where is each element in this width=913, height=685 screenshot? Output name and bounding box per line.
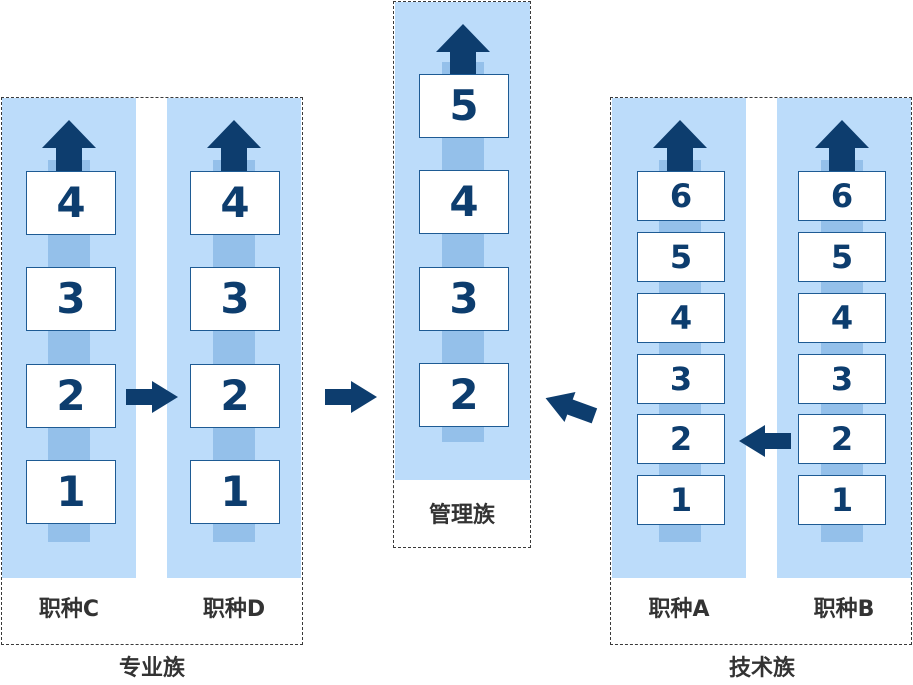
up-arrow-icon <box>207 120 261 172</box>
left-arrow-icon <box>739 425 791 457</box>
up-arrow-icon <box>42 120 96 172</box>
job-a-level-6: 6 <box>637 171 725 221</box>
job-c-label: 职种C <box>38 597 100 622</box>
management-family-label: 管理族 <box>428 503 495 528</box>
management-level-4: 4 <box>419 170 509 234</box>
technical-family-label: 技术族 <box>728 656 795 681</box>
job-b-level-3: 3 <box>798 354 886 404</box>
up-arrow-icon <box>436 24 490 76</box>
right-arrow-icon <box>126 381 178 413</box>
job-d-level-3: 3 <box>190 267 280 331</box>
professional-family-frame <box>1 97 303 645</box>
management-level-5: 5 <box>419 74 509 138</box>
job-a-level-2: 2 <box>637 414 725 464</box>
left-arrow-icon <box>545 391 598 424</box>
job-a-level-3: 3 <box>637 354 725 404</box>
job-b-level-2: 2 <box>798 414 886 464</box>
job-a-label: 职种A <box>648 597 710 622</box>
job-b-label: 职种B <box>813 597 875 622</box>
up-arrow-icon <box>653 120 707 172</box>
job-c-level-1: 1 <box>26 460 116 524</box>
job-a-level-1: 1 <box>637 475 725 525</box>
management-family-frame <box>393 1 531 548</box>
management-level-2: 2 <box>419 363 509 427</box>
job-c-level-4: 4 <box>26 171 116 235</box>
job-b-level-6: 6 <box>798 171 886 221</box>
job-d-label: 职种D <box>202 597 266 622</box>
job-c-level-2: 2 <box>26 364 116 428</box>
professional-family-label: 专业族 <box>118 656 185 681</box>
management-level-3: 3 <box>419 267 509 331</box>
job-a-level-4: 4 <box>637 293 725 343</box>
job-b-level-4: 4 <box>798 293 886 343</box>
right-arrow-icon <box>325 381 377 413</box>
job-d-level-4: 4 <box>190 171 280 235</box>
job-b-level-5: 5 <box>798 232 886 282</box>
job-b-level-1: 1 <box>798 475 886 525</box>
job-d-level-1: 1 <box>190 460 280 524</box>
job-d-level-2: 2 <box>190 364 280 428</box>
technical-family-frame <box>610 97 912 645</box>
job-c-level-3: 3 <box>26 267 116 331</box>
job-a-level-5: 5 <box>637 232 725 282</box>
up-arrow-icon <box>815 120 869 172</box>
